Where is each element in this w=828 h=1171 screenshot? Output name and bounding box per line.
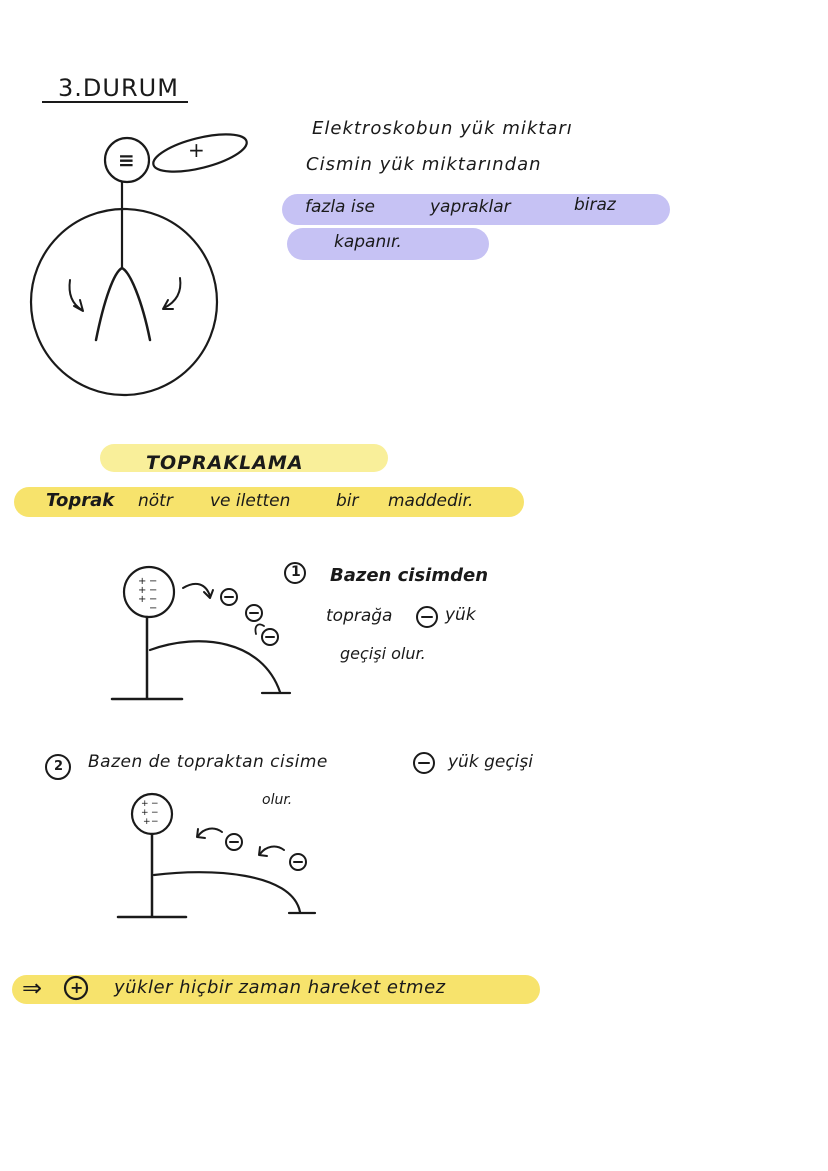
definition-word-1: Toprak xyxy=(46,490,115,511)
case1-line-3: geçişi olur. xyxy=(340,644,426,663)
definition-highlight xyxy=(14,487,524,517)
svg-text:−: − xyxy=(151,799,159,809)
summary-plus-sign: + xyxy=(70,978,84,997)
svg-text:+: + xyxy=(138,585,146,596)
case1-number: 1 xyxy=(291,564,301,580)
case2-line-2: olur. xyxy=(262,792,293,808)
explanation-line-3a: fazla ise xyxy=(305,197,375,217)
highlight-line-3 xyxy=(282,194,670,225)
svg-text:+: + xyxy=(143,817,151,827)
summary-highlight xyxy=(12,975,540,1004)
summary-arrow-icon: ⇒ xyxy=(22,974,43,1002)
svg-text:−: − xyxy=(149,594,157,605)
explanation-line-2: Cismin yük miktarından xyxy=(306,154,542,175)
definition-word-5: maddedir. xyxy=(388,491,474,511)
explanation-line-3c: biraz xyxy=(574,195,616,215)
title-underline xyxy=(42,101,188,103)
svg-text:+: + xyxy=(141,808,149,818)
svg-text:+: + xyxy=(138,594,146,605)
definition-word-3: ve iletten xyxy=(210,491,291,511)
case1-line-2a: toprağa xyxy=(326,606,393,626)
case2-line-1b: yük geçişi xyxy=(448,752,533,772)
section-title: 3.DURUM xyxy=(58,74,179,102)
svg-text:−: − xyxy=(149,576,157,587)
grounding-title-highlight xyxy=(100,444,388,472)
explanation-line-3b: yapraklar xyxy=(430,197,511,217)
case2-number: 2 xyxy=(54,759,64,774)
knob-charge-sign: ≡ xyxy=(118,148,135,172)
summary-text: yükler hiçbir zaman hareket etmez xyxy=(114,977,446,998)
svg-text:−: − xyxy=(151,817,159,827)
svg-text:+: + xyxy=(138,576,146,587)
svg-text:+: + xyxy=(141,799,149,809)
highlight-line-4 xyxy=(287,228,489,260)
case1-line-2b: yük xyxy=(445,605,476,625)
case2-line-1a: Bazen de topraktan cisime xyxy=(88,752,328,772)
rod-charge-sign: + xyxy=(188,138,205,162)
explanation-line-1: Elektroskobun yük miktarı xyxy=(312,118,573,139)
grounding-title: TOPRAKLAMA xyxy=(146,452,304,474)
definition-word-4: bir xyxy=(336,491,359,511)
explanation-line-4: kapanır. xyxy=(334,232,402,252)
definition-word-2: nötr xyxy=(138,491,173,511)
svg-text:−: − xyxy=(149,585,157,596)
svg-text:−: − xyxy=(149,603,157,614)
svg-text:−: − xyxy=(151,808,159,818)
case1-line-1: Bazen cisimden xyxy=(330,565,489,586)
